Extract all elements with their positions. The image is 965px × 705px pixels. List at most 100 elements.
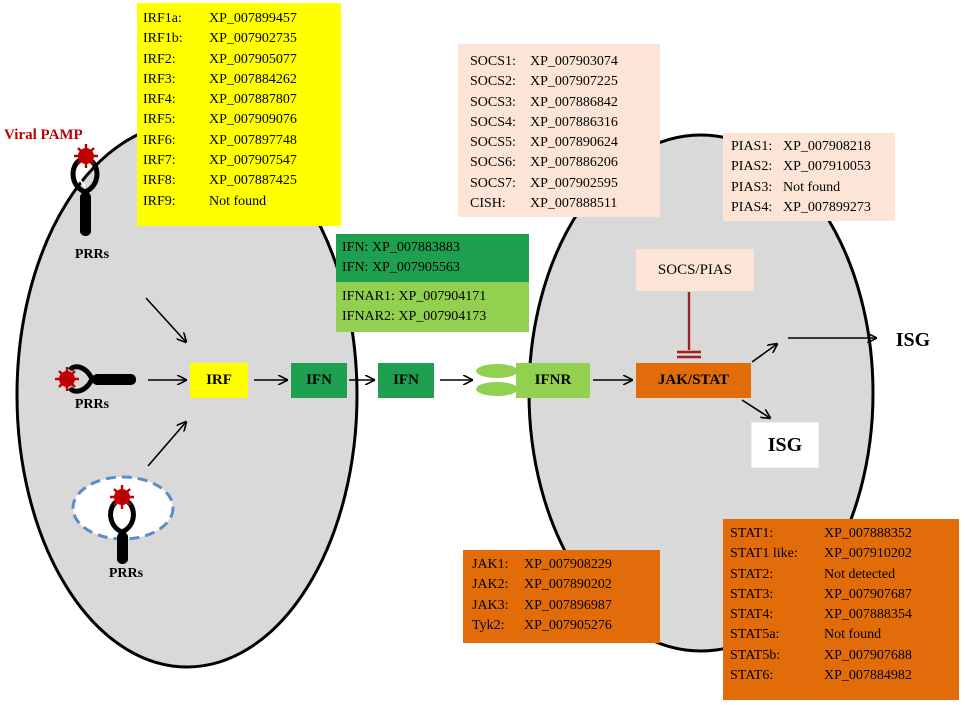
arrow-jakstat-to-isg-down bbox=[741, 399, 770, 418]
gene-name: SOCS6: bbox=[470, 155, 516, 171]
gene-id: XP_007886842 bbox=[530, 94, 618, 110]
gene-row: IRF1a:XP_007899457 bbox=[143, 9, 341, 29]
gene-id: XP_007886206 bbox=[530, 155, 618, 171]
gene-row: STAT4:XP_007888354 bbox=[730, 605, 959, 625]
gene-name: STAT6: bbox=[730, 668, 774, 684]
gene-row: STAT1 like:XP_007910202 bbox=[730, 544, 959, 564]
gene-id: Not found bbox=[209, 193, 267, 209]
gene-row: STAT2:Not detected bbox=[730, 565, 959, 585]
gene-name: SOCS3: bbox=[470, 94, 516, 110]
gene-id: Not detected bbox=[824, 566, 896, 582]
gene-id: XP_007884262 bbox=[209, 71, 297, 87]
ifnr-receptor-bottom bbox=[476, 382, 518, 396]
gene-id: XP_007909076 bbox=[209, 112, 297, 128]
gene-name: SOCS5: bbox=[470, 135, 516, 151]
gene-name: PIAS1: bbox=[731, 139, 773, 154]
gene-id: XP_007905077 bbox=[209, 51, 297, 67]
irf-gene-list: IRF1a:XP_007899457 IRF1b: XP_007902735 IR… bbox=[137, 3, 341, 226]
gene-row: PIAS1:XP_007908218 bbox=[731, 137, 895, 157]
gene-name: CISH: bbox=[470, 196, 506, 212]
gene-name: IRF4: bbox=[143, 92, 176, 108]
gene-row: IRF1b: XP_007902735 bbox=[143, 29, 341, 49]
jakstat-node: JAK/STAT bbox=[636, 363, 751, 398]
gene-id: XP_007890202 bbox=[524, 577, 612, 593]
gene-name: IRF9: bbox=[143, 193, 176, 209]
gene-name: PIAS2: bbox=[731, 159, 773, 175]
gene-name: JAK2: bbox=[472, 577, 509, 593]
gene-row: STAT5b: XP_007907688 bbox=[730, 646, 959, 666]
gene-id: XP_007902595 bbox=[530, 175, 618, 191]
gene-row: SOCS1:XP_007903074 bbox=[470, 52, 660, 72]
gene-row: JAK1: XP_007908229 bbox=[472, 555, 660, 575]
gene-id: XP_007907688 bbox=[824, 647, 912, 663]
gene-name: PIAS3: bbox=[731, 179, 773, 195]
gene-row: JAK3: XP_007896987 bbox=[472, 596, 660, 616]
gene-id: XP_007907547 bbox=[209, 153, 297, 169]
inhibition-marker bbox=[677, 292, 701, 359]
pamp-icon bbox=[55, 367, 79, 391]
gene-id: Not found bbox=[824, 627, 882, 643]
gene-row: IRF4:XP_007887807 bbox=[143, 90, 341, 110]
gene-id: XP_007905276 bbox=[524, 617, 612, 633]
gene-row: IRF9: Not found bbox=[143, 192, 341, 212]
gene-id: XP_007899457 bbox=[209, 11, 297, 26]
gene-name: PIAS4: bbox=[731, 199, 773, 215]
prrs-label: PRRs bbox=[74, 247, 110, 262]
gene-row: STAT3: XP_007907687 bbox=[730, 585, 959, 605]
gene-name: JAK1: bbox=[472, 557, 509, 572]
gene-name: STAT3: bbox=[730, 586, 774, 602]
isg-label-below: ISG bbox=[752, 423, 818, 467]
gene-id: XP_007897748 bbox=[209, 132, 297, 148]
arrow-prr1-to-irf bbox=[145, 297, 186, 342]
gene-name: JAK3: bbox=[472, 597, 509, 613]
ifnr-node: IFNR bbox=[516, 363, 590, 398]
gene-row: IRF5:XP_007909076 bbox=[143, 110, 341, 130]
gene-name: IRF2: bbox=[143, 51, 176, 67]
gene-name: SOCS4: bbox=[470, 114, 516, 130]
gene-row: PIAS2:XP_007910053 bbox=[731, 157, 895, 177]
gene-id: XP_007884982 bbox=[824, 668, 912, 684]
gene-row: CISH: XP_007888511 bbox=[470, 194, 660, 214]
gene-row: JAK2: XP_007890202 bbox=[472, 575, 660, 595]
gene-id: XP_007907225 bbox=[530, 74, 618, 90]
gene-name: IRF3: bbox=[143, 71, 176, 87]
ifnar-gene-list: IFNAR1: XP_007904171 IFNAR2: XP_00790417… bbox=[336, 282, 529, 332]
ifn-node-secreted: IFN bbox=[378, 363, 434, 398]
gene-id: XP_007887425 bbox=[209, 173, 297, 189]
gene-id: XP_007907687 bbox=[824, 586, 912, 602]
gene-name: STAT5a: bbox=[730, 627, 780, 643]
stat-gene-list: STAT1:XP_007888352 STAT1 like:XP_0079102… bbox=[723, 519, 959, 700]
gene-row: PIAS3: Not found bbox=[731, 178, 895, 198]
gene-name: SOCS7: bbox=[470, 175, 516, 191]
gene-row: PIAS4:XP_007899273 bbox=[731, 198, 895, 218]
gene-name: IRF8: bbox=[143, 173, 176, 189]
gene-row: IRF2: XP_007905077 bbox=[143, 50, 341, 70]
socs-pias-node: SOCS/PIAS bbox=[636, 249, 754, 291]
gene-name: STAT1: bbox=[730, 526, 774, 541]
gene-name: SOCS2: bbox=[470, 74, 516, 90]
gene-id: XP_007896987 bbox=[524, 597, 612, 613]
gene-row: STAT5a: Not found bbox=[730, 625, 959, 645]
gene-name: Tyk2: bbox=[472, 617, 505, 633]
gene-name: IRF6: bbox=[143, 132, 176, 148]
gene-row: Tyk2: XP_007905276 bbox=[472, 616, 660, 636]
gene-id: XP_007908229 bbox=[524, 557, 612, 572]
gene-id: XP_007902735 bbox=[209, 31, 297, 47]
gene-row: IRF3: XP_007884262 bbox=[143, 70, 341, 90]
gene-row: IFN: XP_007905563 bbox=[342, 260, 460, 276]
gene-row: SOCS3: XP_007886842 bbox=[470, 93, 660, 113]
gene-row: STAT6: XP_007884982 bbox=[730, 666, 959, 686]
gene-row: IRF8: XP_007887425 bbox=[143, 171, 341, 191]
gene-id: Not found bbox=[783, 179, 841, 195]
gene-name: STAT4: bbox=[730, 607, 774, 623]
ifnr-receptor-top bbox=[476, 364, 518, 378]
gene-name: IRF1b: bbox=[143, 31, 183, 47]
gene-row: SOCS7: XP_007902595 bbox=[470, 174, 660, 194]
gene-name: STAT5b: bbox=[730, 647, 781, 663]
viral-pamp-label: Viral PAMP bbox=[4, 126, 83, 143]
gene-name: IRF7: bbox=[143, 153, 176, 169]
gene-id: XP_007886316 bbox=[530, 114, 618, 130]
ifn-node-intracellular: IFN bbox=[291, 363, 347, 398]
gene-id: XP_007888511 bbox=[530, 196, 618, 212]
gene-id: XP_007910202 bbox=[824, 546, 912, 562]
